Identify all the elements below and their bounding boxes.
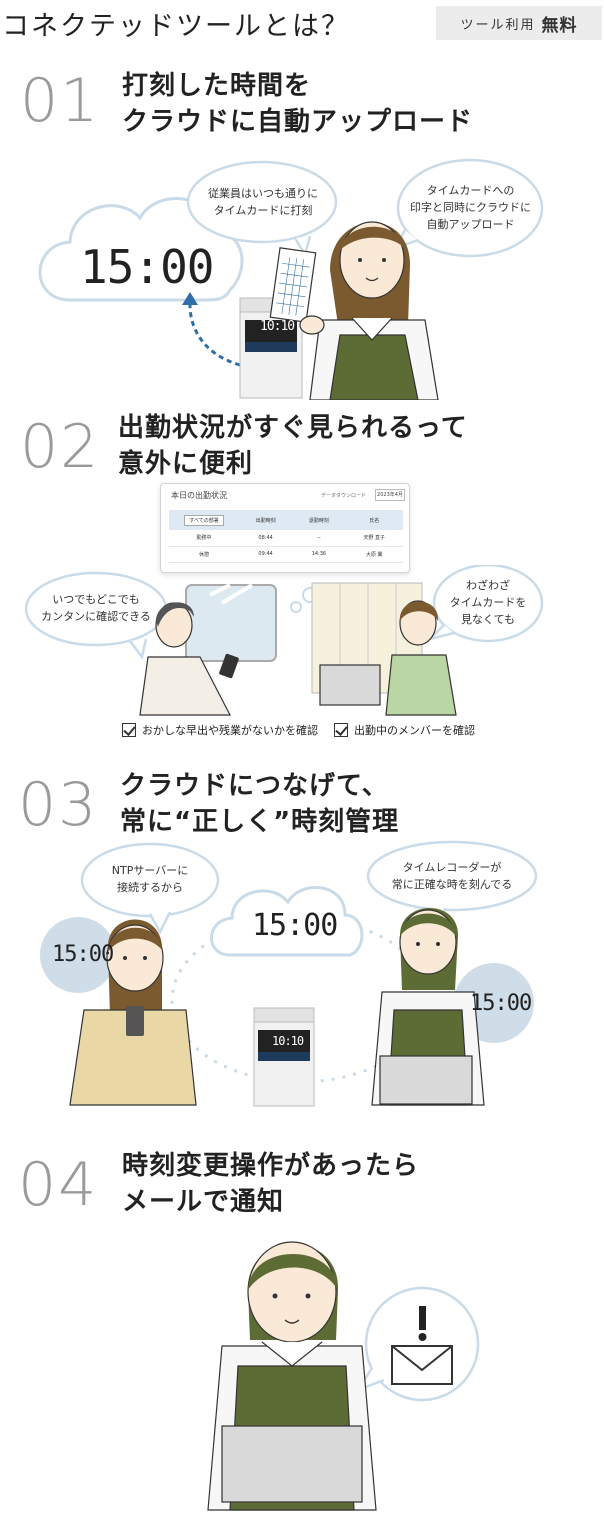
mail-icon — [391, 1345, 453, 1385]
bubble-1-line1: 従業員はいつも通りに — [208, 187, 318, 200]
checkbox-icon — [122, 723, 136, 737]
laptop-icon — [319, 664, 381, 706]
speech-bubble-6 — [366, 840, 538, 912]
man-with-phone-icon — [139, 602, 239, 716]
section-number-03: 03 — [18, 770, 99, 840]
section-title-02: 出勤状況がすぐ見られるって 意外に便利 — [118, 410, 468, 482]
row-name: 天野 直子 — [345, 530, 403, 547]
header-name: 氏名 — [345, 510, 403, 530]
row-name: 大原 翼 — [345, 546, 403, 563]
section-04-illustration — [207, 1241, 480, 1511]
row-out: -- — [292, 530, 346, 547]
arrow-head-icon — [182, 292, 198, 305]
department-select[interactable]: すべての部署 — [184, 514, 224, 526]
badge-free: 無料 — [541, 15, 578, 36]
bubble-6-line1: タイムレコーダーが — [402, 861, 502, 874]
woman-employee-icon — [269, 221, 439, 400]
section-title-03: クラウドにつなげて、 常に“正しく”時刻管理 — [120, 768, 399, 840]
recorder-display: 10:10 — [272, 1034, 304, 1048]
bubble-3-text: いつでもどこでも カンタンに確認できる — [26, 591, 166, 625]
table-row: 休憩 09:44 14:36 大原 翼 — [169, 546, 403, 563]
bubble-2-line2: 印字と同時にクラウドに — [410, 201, 531, 214]
section-number-01: 01 — [20, 66, 101, 136]
bubble-4-text: わざわざ タイムカードを 見なくても — [434, 577, 542, 628]
right-circle-time: 15:00 — [470, 991, 532, 1016]
speech-bubble-4 — [432, 565, 544, 643]
header-in: 出勤時刻 — [239, 510, 293, 530]
bubble-1-line2: タイムカードに打刻 — [213, 204, 313, 217]
woman-at-laptop-icon — [319, 600, 457, 716]
time-recorder-icon — [253, 1007, 315, 1107]
cloud-icon — [38, 197, 244, 302]
row-out: 14:36 — [292, 546, 346, 563]
download-link[interactable]: データダウンロード — [321, 493, 367, 499]
header-out: 退勤時刻 — [292, 510, 346, 530]
section-title-03-line1: クラウドにつなげて、 — [120, 771, 389, 801]
laptop-icon — [379, 1055, 473, 1105]
attendance-dashboard: 本日の出勤状況 データダウンロード 2023年4月 すべての部署 出勤時刻 退勤… — [160, 483, 410, 573]
bubble-3-line2: カンタンに確認できる — [41, 610, 151, 623]
bubble-4-line2: タイムカードを — [449, 596, 527, 609]
woman-at-laptop-icon — [207, 1241, 377, 1511]
checkbox-icon — [334, 723, 348, 737]
section-01-illustration — [38, 158, 544, 400]
page-title: コネクテッドツールとは？ — [2, 11, 350, 42]
bubble-2-line3: 自動アップロード — [426, 218, 515, 231]
left-circle-time: 15:00 — [52, 942, 114, 967]
check-item-2: 出勤中のメンバーを確認 — [334, 722, 475, 738]
row-status: 勤務中 — [169, 530, 239, 547]
dashboard-title: 本日の出勤状況 — [171, 491, 227, 500]
section-title-03-line2: 常に“正しく”時刻管理 — [120, 807, 400, 837]
bubble-5-line2: 接続するから — [117, 881, 183, 894]
section-number-02: 02 — [20, 412, 101, 482]
section-03-illustration — [40, 840, 538, 1107]
row-in: 09:44 — [239, 546, 293, 563]
section-title-02-line1: 出勤状況がすぐ見られるって — [118, 413, 468, 443]
attendance-table: すべての部署 出勤時刻 退勤時刻 氏名 勤務中 08:44 -- 天野 直子 休… — [169, 510, 403, 563]
section-02-illustration — [24, 565, 544, 716]
bubble-4-line3: 見なくても — [460, 613, 516, 626]
section-title-04-line1: 時刻変更操作があったら — [122, 1151, 420, 1181]
bubble-3-line1: いつでもどこでも — [52, 593, 140, 606]
bubble-2-text: タイムカードへの 印字と同時にクラウドに 自動アップロード — [398, 182, 543, 233]
recorder-display: 10:10 — [260, 319, 295, 334]
section-title-02-line2: 意外に便利 — [118, 449, 254, 479]
bubble-6-text: タイムレコーダーが 常に正確な時を刻んでる — [370, 859, 534, 893]
bubble-1-text: 従業員はいつも通りに タイムカードに打刻 — [188, 185, 338, 219]
badge-label: ツール利用 — [460, 17, 536, 33]
date-selector[interactable]: 2023年4月 — [375, 489, 405, 501]
bubble-6-line2: 常に正確な時を刻んでる — [391, 878, 513, 891]
section-title-01-line2: クラウドに自動アップロード — [122, 107, 474, 137]
cloud-time: 15:00 — [252, 908, 338, 943]
section-number-04: 04 — [18, 1150, 99, 1220]
cloud-icon — [210, 886, 364, 957]
time-circle-left — [40, 917, 116, 993]
bubble-4-line1: わざわざ — [466, 579, 510, 592]
section-title-01: 打刻した時間を クラウドに自動アップロード — [122, 68, 473, 140]
laptop-icon — [221, 1425, 363, 1503]
check-item-1: おかしな早出や残業がないかを確認 — [122, 722, 318, 738]
section-title-01-line1: 打刻した時間を — [122, 71, 312, 101]
woman-at-laptop-icon — [371, 907, 485, 1106]
free-badge: ツール利用 無料 — [436, 6, 602, 40]
speech-bubble-2 — [396, 158, 544, 258]
section-title-04: 時刻変更操作があったら メールで通知 — [122, 1148, 419, 1220]
row-status: 休憩 — [169, 546, 239, 563]
alert-icon — [418, 1306, 427, 1341]
check-item-2-label: 出勤中のメンバーを確認 — [354, 724, 475, 737]
bubble-5-text: NTPサーバーに 接続するから — [82, 862, 218, 896]
check-item-1-label: おかしな早出や残業がないかを確認 — [142, 724, 318, 737]
speech-bubble-1 — [186, 160, 338, 244]
upload-arrow — [188, 304, 241, 367]
row-in: 08:44 — [239, 530, 293, 547]
table-row: 勤務中 08:44 -- 天野 直子 — [169, 530, 403, 547]
section-title-04-line2: メールで通知 — [122, 1187, 285, 1217]
bubble-5-line1: NTPサーバーに — [111, 864, 189, 877]
bubble-2-line1: タイムカードへの — [426, 184, 515, 197]
cloud-clock-time: 15:00 — [80, 240, 214, 294]
woman-with-phone-icon — [69, 919, 197, 1106]
